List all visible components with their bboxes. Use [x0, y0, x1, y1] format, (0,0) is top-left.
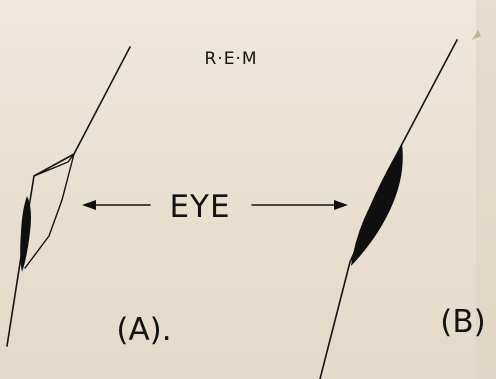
eye-label: EYE: [169, 189, 230, 225]
closed-eye-mark-a: [20, 196, 31, 272]
profile-line-a: [6, 46, 131, 347]
paper-speck: [472, 30, 481, 40]
open-eye-mark-b: [351, 144, 403, 266]
arrow-left-head: [82, 200, 96, 210]
eyelid-outline-a: [24, 153, 75, 269]
eye-arrows: [82, 200, 348, 210]
title-label: R·E·M: [204, 49, 257, 69]
arrow-right-head: [334, 200, 348, 210]
panel-b-label: (B): [440, 304, 485, 340]
panel-a-label: (A).: [116, 312, 171, 348]
figure-a: [6, 46, 131, 347]
paper-edge-shadow: [476, 0, 496, 379]
figure-b: [319, 39, 458, 379]
